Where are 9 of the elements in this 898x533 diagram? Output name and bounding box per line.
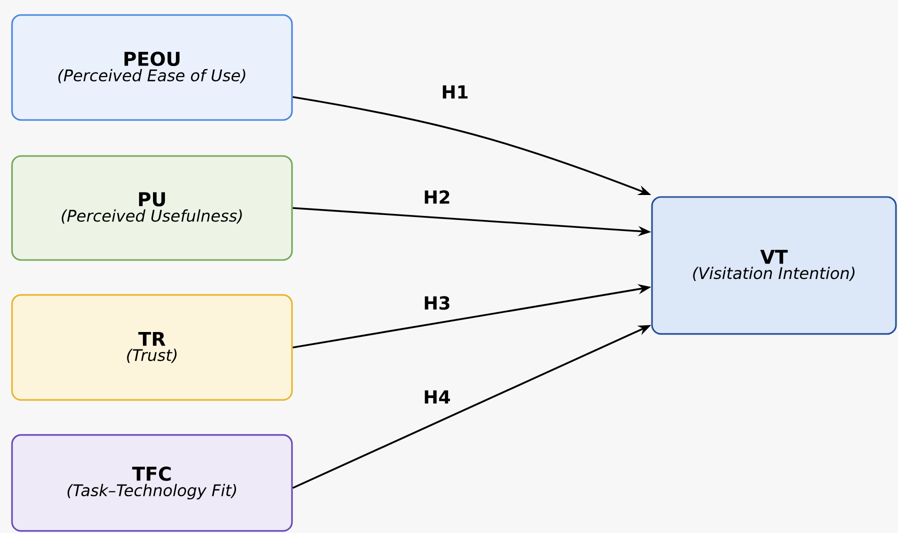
edge-label: H4 [424, 390, 450, 404]
edge-label: H2 [424, 190, 450, 204]
edge-label: H3 [424, 296, 450, 310]
construct-box: PU (Perceived Usefulness) [11, 155, 293, 261]
construct-box: TR (Trust) [11, 294, 293, 401]
edge-label: H1 [442, 85, 468, 99]
construct-box: TFC (Task–Technology Fit) [11, 434, 293, 532]
construct-box: PEOU (Perceived Ease of Use) [11, 14, 293, 121]
construct-box: VT (Visitation Intention) [651, 196, 897, 335]
